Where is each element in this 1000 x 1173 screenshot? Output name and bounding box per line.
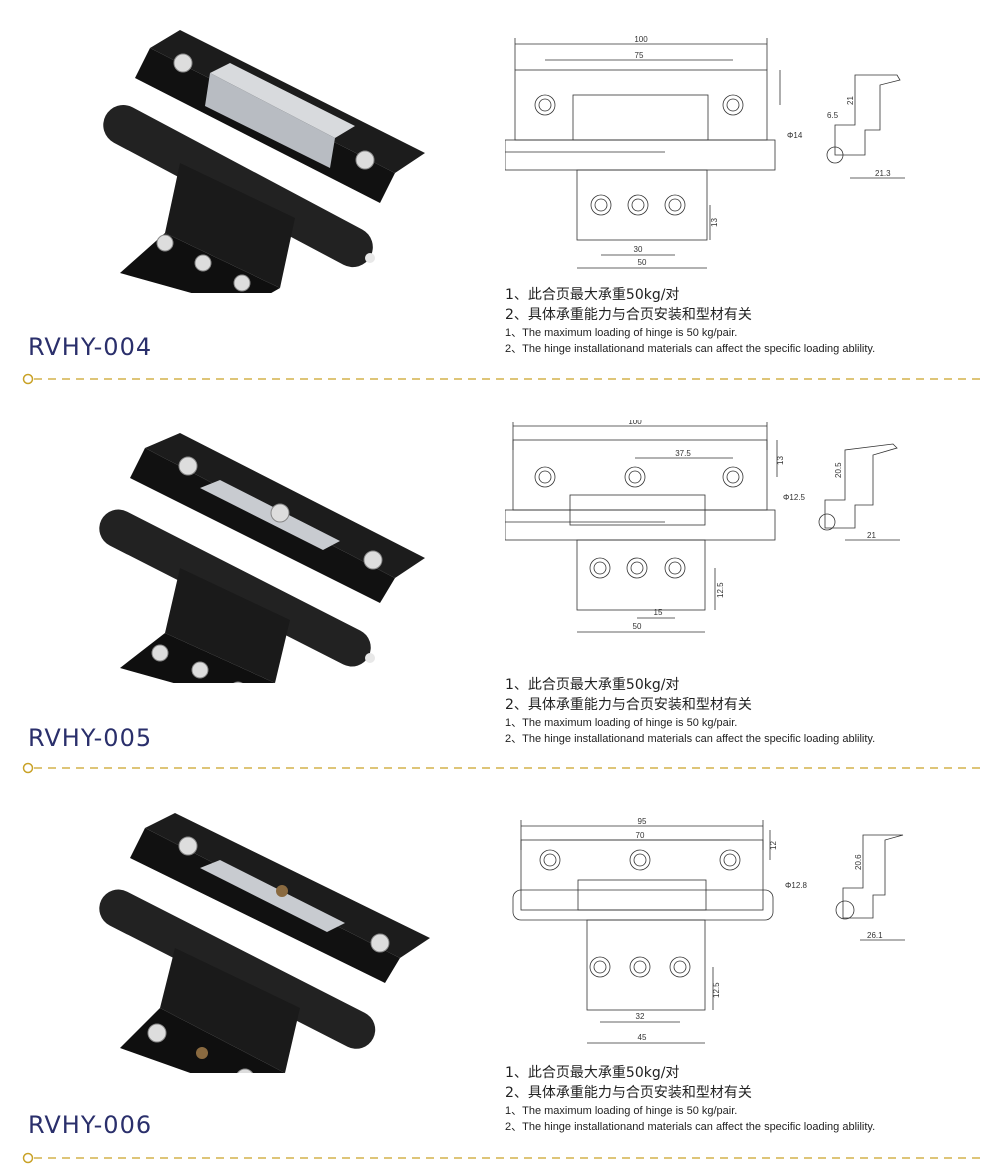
dim-lower-holes: 30 xyxy=(634,245,643,254)
dim-overall: 95 xyxy=(638,817,647,826)
dim-profile-width: 21 xyxy=(867,531,876,540)
note-en-2: 2、The hinge installationand materials ca… xyxy=(505,733,876,745)
dim-lower-width: 50 xyxy=(638,258,647,267)
dim-lower-holes: 15 xyxy=(654,608,663,617)
dim-pin-diameter: Φ12.8 xyxy=(785,881,808,890)
notes-rvhy-004: 1、此合页最大承重50kg/对 2、具体承重能力与合页安装和型材有关 1、The… xyxy=(505,285,985,357)
hinge-photo-rvhy-006 xyxy=(99,813,430,1073)
dim-profile-width: 26.1 xyxy=(867,931,883,940)
hinge-photo-rvhy-005 xyxy=(99,433,425,683)
section-divider xyxy=(22,373,984,385)
technical-drawing-rvhy-004: 100 75 13 30 50 21 6.5 Φ14 21.3 xyxy=(505,35,905,269)
dim-profile-height: 20.5 xyxy=(834,462,843,478)
dim-profile-width: 21.3 xyxy=(875,169,891,178)
dim-profile-height: 20.6 xyxy=(854,854,863,870)
dim-lower-holes: 32 xyxy=(636,1012,645,1021)
note-cn-2: 2、具体承重能力与合页安装和型材有关 xyxy=(505,1085,752,1101)
product-section-rvhy-006: 95 70 12 12.5 32 45 20.6 Φ12.8 26.1 1、此合… xyxy=(0,780,1000,1170)
dim-upper-holes: 75 xyxy=(635,51,644,60)
dim-pin-diameter: Φ12.5 xyxy=(783,493,806,502)
dim-profile-small: 6.5 xyxy=(827,111,839,120)
note-en-2: 2、The hinge installationand materials ca… xyxy=(505,1121,876,1133)
model-label-rvhy-006: RVHY-006 xyxy=(28,1111,153,1139)
dim-lower-height: 12.5 xyxy=(712,982,721,998)
dim-lower-height: 13 xyxy=(710,218,719,227)
note-en-1: 1、The maximum loading of hinge is 50 kg/… xyxy=(505,327,738,339)
dim-upper-holes: 70 xyxy=(636,831,645,840)
note-en-2: 2、The hinge installationand materials ca… xyxy=(505,343,876,355)
model-label-rvhy-005: RVHY-005 xyxy=(28,724,153,752)
section-divider xyxy=(22,762,984,774)
section-divider xyxy=(22,1152,984,1164)
note-cn-1: 1、此合页最大承重50kg/对 xyxy=(505,677,680,693)
dim-upper-holes: 37.5 xyxy=(675,449,691,458)
dim-overall: 100 xyxy=(628,420,642,426)
dim-profile-height: 21 xyxy=(846,96,855,105)
notes-rvhy-005: 1、此合页最大承重50kg/对 2、具体承重能力与合页安装和型材有关 1、The… xyxy=(505,675,985,747)
note-cn-1: 1、此合页最大承重50kg/对 xyxy=(505,1065,680,1081)
dim-pin-diameter: Φ14 xyxy=(787,131,803,140)
dim-lower-width: 45 xyxy=(638,1033,647,1042)
technical-drawing-rvhy-005: 100 37.5 13 12.5 15 50 20.5 Φ12.5 21 xyxy=(505,420,900,633)
product-section-rvhy-004: 100 75 13 30 50 21 6.5 Φ14 21.3 1、此合页 xyxy=(0,0,1000,390)
product-section-rvhy-005: 100 37.5 13 12.5 15 50 20.5 Φ12.5 21 1、此… xyxy=(0,390,1000,780)
technical-drawing-rvhy-006: 95 70 12 12.5 32 45 20.6 Φ12.8 26.1 xyxy=(512,817,905,1044)
dim-upper-height: 12 xyxy=(769,841,778,850)
notes-rvhy-006: 1、此合页最大承重50kg/对 2、具体承重能力与合页安装和型材有关 1、The… xyxy=(505,1063,985,1135)
dim-upper-height: 13 xyxy=(776,456,785,465)
model-label-rvhy-004: RVHY-004 xyxy=(28,333,153,361)
dim-overall: 100 xyxy=(634,35,648,44)
note-en-1: 1、The maximum loading of hinge is 50 kg/… xyxy=(505,1105,738,1117)
hinge-photo-rvhy-004 xyxy=(103,30,425,293)
dim-lower-height: 12.5 xyxy=(716,582,725,598)
dim-lower-width: 50 xyxy=(633,622,642,631)
note-cn-2: 2、具体承重能力与合页安装和型材有关 xyxy=(505,697,752,713)
note-cn-1: 1、此合页最大承重50kg/对 xyxy=(505,287,680,303)
note-en-1: 1、The maximum loading of hinge is 50 kg/… xyxy=(505,717,738,729)
note-cn-2: 2、具体承重能力与合页安装和型材有关 xyxy=(505,307,752,323)
